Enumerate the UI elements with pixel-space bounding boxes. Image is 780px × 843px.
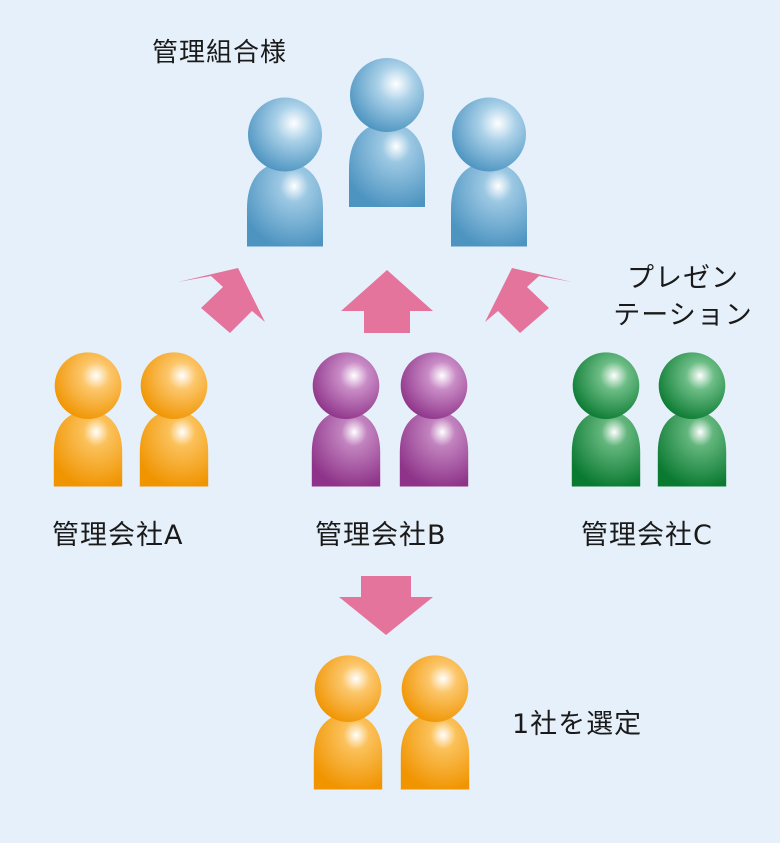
person-icon bbox=[53, 352, 123, 487]
person-icon bbox=[311, 352, 381, 487]
company-b-group bbox=[311, 352, 469, 487]
arrow-up-left-icon bbox=[485, 268, 572, 333]
presentation-label: プレゼン テーション bbox=[608, 260, 758, 334]
selection-label: 1社を選定 bbox=[512, 709, 643, 740]
arrow-up-right-icon bbox=[178, 268, 265, 333]
person-icon bbox=[451, 97, 527, 247]
person-icon bbox=[247, 97, 323, 247]
client-group bbox=[247, 58, 527, 247]
company-b-label: 管理会社B bbox=[315, 520, 447, 551]
client-label: 管理組合様 bbox=[152, 38, 288, 68]
company-a-group bbox=[53, 352, 209, 487]
person-icon bbox=[313, 655, 383, 790]
person-icon bbox=[139, 352, 209, 487]
person-icon bbox=[571, 352, 641, 487]
selected-company-group bbox=[313, 655, 470, 790]
person-icon bbox=[657, 352, 727, 487]
presentation-arrows bbox=[178, 268, 572, 333]
presentation-label-line2: テーション bbox=[613, 300, 753, 331]
company-c-group bbox=[571, 352, 727, 487]
presentation-label-line1: プレゼン bbox=[627, 263, 739, 294]
arrow-up-icon bbox=[341, 270, 433, 333]
company-a-label: 管理会社A bbox=[52, 520, 184, 551]
company-c-label: 管理会社C bbox=[581, 520, 713, 551]
person-icon bbox=[400, 655, 470, 790]
person-icon bbox=[399, 352, 469, 487]
person-icon bbox=[349, 58, 425, 207]
arrow-down-icon bbox=[339, 576, 433, 635]
